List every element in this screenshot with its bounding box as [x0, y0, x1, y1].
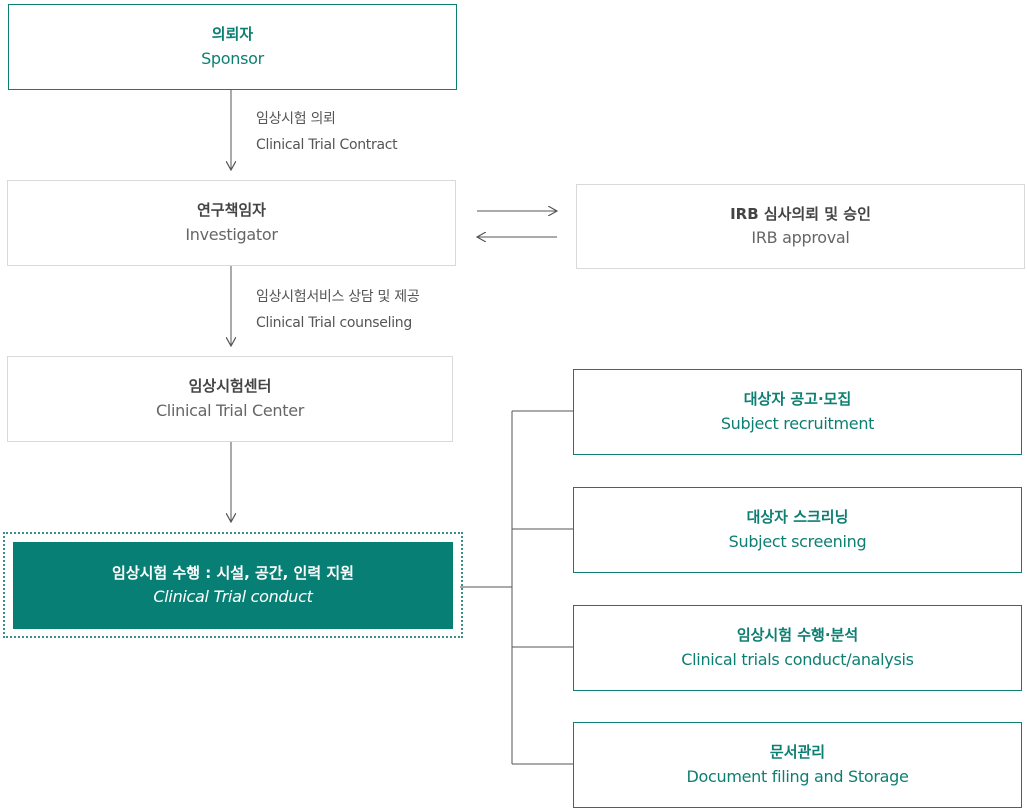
investigator-box: 연구책임자 Investigator — [7, 180, 456, 266]
conduct-label-en: Clinical Trial conduct — [153, 587, 313, 607]
irb-box: IRB 심사의뢰 및 승인 IRB approval — [576, 184, 1025, 269]
screening-box: 대상자 스크리닝 Subject screening — [573, 487, 1022, 573]
counseling-label: 임상시험서비스 상담 및 제공 Clinical Trial counselin… — [256, 284, 420, 336]
recruitment-box: 대상자 공고·모집 Subject recruitment — [573, 369, 1022, 455]
branch-connector — [460, 410, 573, 765]
irb-label-en: IRB approval — [751, 228, 850, 248]
contract-label-en: Clinical Trial Contract — [256, 137, 398, 153]
screening-label-ko: 대상자 스크리닝 — [746, 508, 849, 527]
contract-label: 임상시험 의뢰 Clinical Trial Contract — [256, 106, 398, 158]
conduct-label-ko: 임상시험 수행 : 시설, 공간, 인력 지원 — [112, 563, 354, 582]
analysis-box: 임상시험 수행·분석 Clinical trials conduct/analy… — [573, 605, 1022, 691]
sponsor-label-en: Sponsor — [201, 48, 264, 68]
investigator-label-ko: 연구책임자 — [196, 201, 266, 220]
center-label-ko: 임상시험센터 — [188, 377, 272, 396]
center-box: 임상시험센터 Clinical Trial Center — [7, 356, 453, 442]
recruitment-label-ko: 대상자 공고·모집 — [743, 390, 852, 409]
center-label-en: Clinical Trial Center — [155, 400, 305, 420]
contract-label-ko: 임상시험 의뢰 — [256, 111, 336, 127]
sponsor-label-ko: 의뢰자 — [211, 25, 254, 44]
counseling-label-en: Clinical Trial counseling — [256, 315, 412, 331]
investigator-label-en: Investigator — [185, 224, 278, 244]
conduct-outline — [3, 532, 463, 638]
document-label-ko: 문서관리 — [769, 743, 826, 762]
sponsor-box: 의뢰자 Sponsor — [8, 4, 457, 90]
analysis-label-en: Clinical trials conduct/analysis — [681, 649, 914, 669]
document-label-en: Document filing and Storage — [686, 766, 909, 786]
conduct-box: 임상시험 수행 : 시설, 공간, 인력 지원 Clinical Trial c… — [13, 542, 453, 629]
analysis-label-ko: 임상시험 수행·분석 — [736, 626, 859, 645]
recruitment-label-en: Subject recruitment — [720, 413, 875, 433]
screening-label-en: Subject screening — [728, 531, 867, 551]
counseling-label-ko: 임상시험서비스 상담 및 제공 — [256, 289, 420, 305]
irb-label-ko: IRB 심사의뢰 및 승인 — [730, 204, 871, 223]
document-box: 문서관리 Document filing and Storage — [573, 722, 1022, 808]
